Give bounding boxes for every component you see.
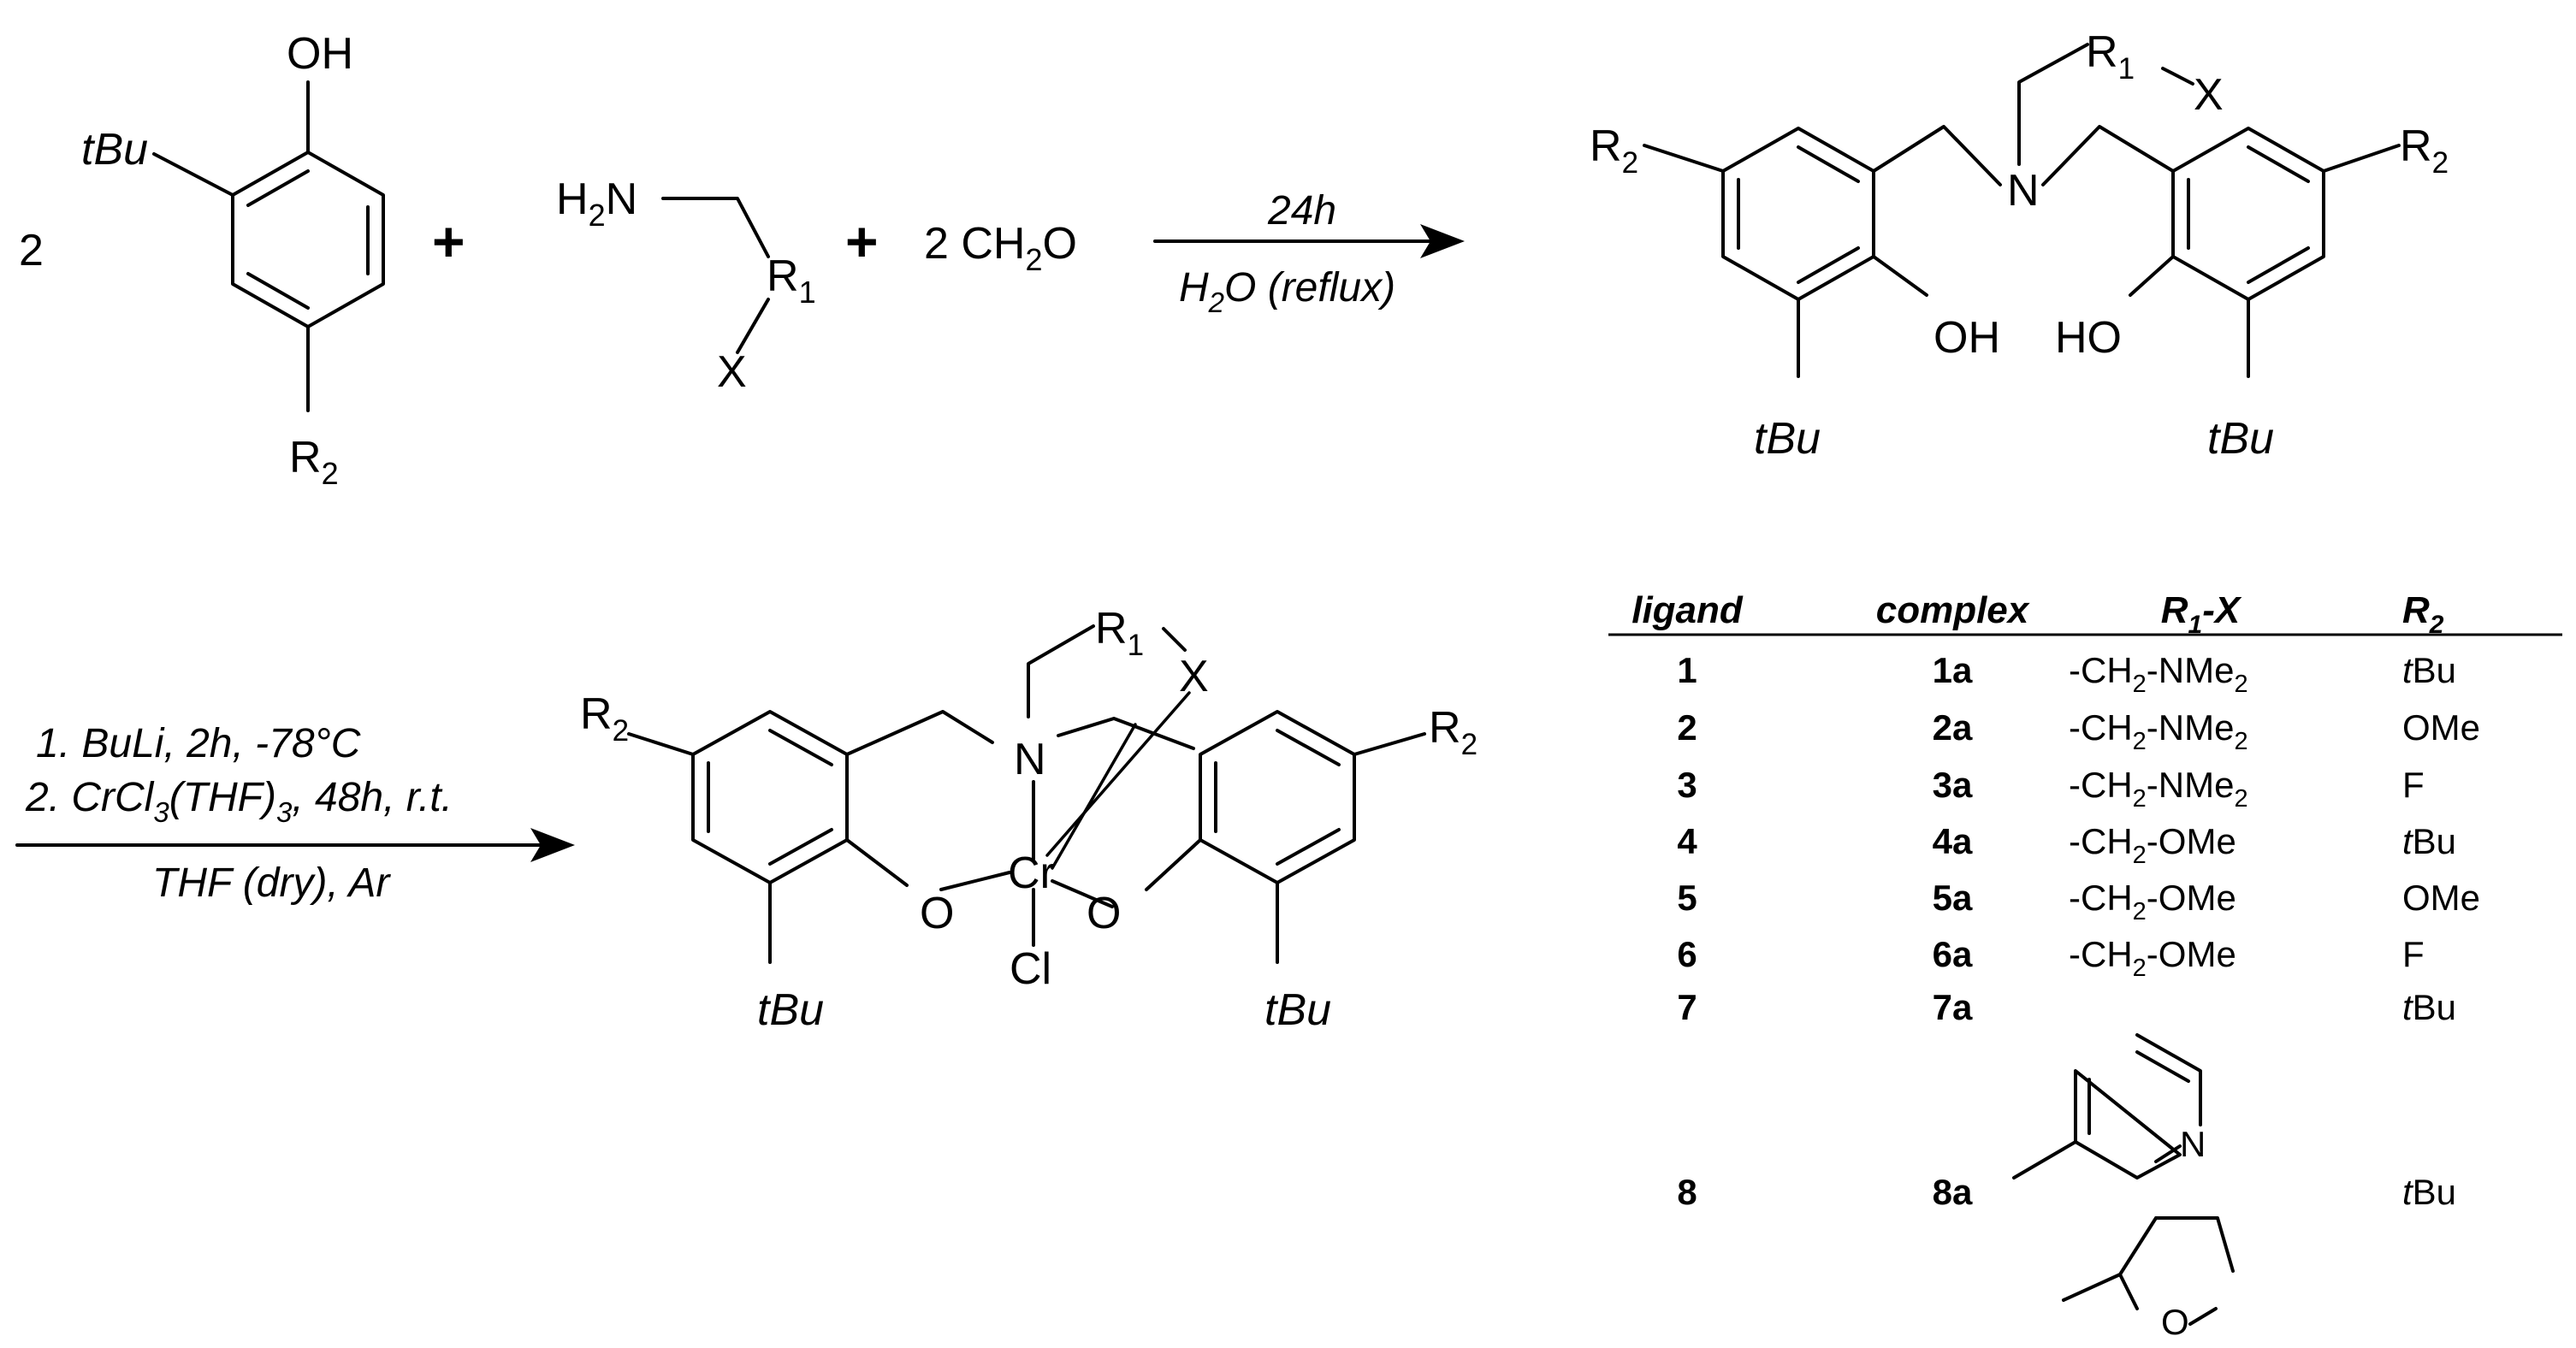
table-cell-ligand-3: 3 [1677, 765, 1697, 805]
table-cell-complex-3: 3a [1933, 765, 1973, 805]
table-cell-complex-7: 7a [1933, 987, 1973, 1027]
table-cell-r2-6: F [2402, 934, 2425, 974]
amine-h2n-label: H2N [556, 174, 637, 233]
complex-o-left-label: O [920, 889, 954, 938]
table-cell-r1x-5: -CH2-OMe [2069, 878, 2236, 925]
amine-reactant: H2N R1 X [556, 174, 816, 397]
table-cell-r2-8: tBu [2402, 1172, 2456, 1212]
table-cell-r2-1: tBu [2402, 650, 2456, 690]
step-2-conditions: 2. CrCl3(THF)3, 48h, r.t. [25, 775, 453, 828]
table-cell-complex-2: 2a [1933, 707, 1973, 748]
table-cell-ligand-1: 1 [1677, 650, 1697, 690]
complex-r2-right-label: R2 [1429, 703, 1477, 761]
phenol-coefficient: 2 [19, 226, 44, 275]
table-cell-r1x-3: -CH2-NMe2 [2069, 765, 2248, 813]
table-header-complex: complex [1876, 589, 2030, 631]
phenol-r2-label: R2 [289, 433, 339, 491]
complex-x-label: X [1179, 652, 1209, 701]
table-cell-complex-5: 5a [1933, 878, 1973, 918]
formaldehyde-label: 2 CH2O [924, 219, 1077, 277]
ligand-r2-left-label: R2 [1590, 121, 1638, 180]
complex-r1-label: R1 [1095, 604, 1144, 662]
table-cell-ligand-4: 4 [1677, 821, 1697, 861]
ligand-oh-left-label: OH [1933, 313, 2000, 363]
step-3-conditions: THF (dry), Ar [152, 860, 391, 906]
table-cell-r1x-2: -CH2-NMe2 [2069, 707, 2248, 755]
ligand-n-label: N [2007, 166, 2040, 216]
table-cell-ligand-5: 5 [1677, 878, 1697, 918]
ligand-oh-right-label: HO [2055, 313, 2122, 363]
table-header-r1x: R1-X [2161, 589, 2242, 639]
ligand-x-label: X [2194, 70, 2224, 120]
table-cell-r1x-1: -CH2-NMe2 [2069, 650, 2248, 698]
conditions-time: 24h [1267, 188, 1336, 234]
table-cell-r2-2: OMe [2402, 707, 2480, 748]
phenol-reactant: OH tBu R2 [81, 29, 385, 491]
amine-x-label: X [717, 347, 747, 397]
complex-o-right-label: O [1087, 889, 1121, 938]
amine-r1-label: R1 [767, 251, 816, 310]
table-cell-complex-1: 1a [1933, 650, 1973, 690]
table-cell-complex-4: 4a [1933, 821, 1973, 861]
pyridyl-n-label: N [2180, 1124, 2206, 1164]
table-cell-r1x-6: -CH2-OMe [2069, 934, 2236, 982]
ligand-r2-right-label: R2 [2400, 121, 2449, 180]
table-cell-ligand-2: 2 [1677, 707, 1697, 748]
table-cell-r2-3: F [2402, 765, 2425, 805]
table-cell-ligand-7: 7 [1677, 987, 1697, 1027]
complex-r2-left-label: R2 [580, 689, 629, 748]
plus-sign-1: + [432, 210, 465, 273]
ligand-tbu-left-label: tBu [1754, 414, 1821, 464]
table-cell-complex-6: 6a [1933, 934, 1973, 974]
phenol-oh-label: OH [287, 29, 353, 79]
complex-cr-label: Cr [1008, 848, 1055, 898]
table-header-ligand: ligand [1631, 589, 1744, 631]
phenol-tbu-label: tBu [81, 125, 148, 174]
complex-tbu-right-label: tBu [1264, 985, 1331, 1035]
table-cell-r1x-4: -CH2-OMe [2069, 821, 2236, 869]
table-cell-ligand-8: 8 [1677, 1172, 1697, 1212]
table-cell-complex-8: 8a [1933, 1172, 1973, 1212]
step-1-conditions: 1. BuLi, 2h, -78°C [36, 721, 361, 766]
ligand-table: ligand complex R1-X R2 1 1a -CH2-NMe2 tBu 2 2a -CH… [1608, 589, 2562, 1342]
ligand-r1-label: R1 [2086, 27, 2135, 86]
plus-sign-2: + [845, 210, 879, 273]
thf-o-label: O [2161, 1302, 2189, 1342]
pyridyl-structure: N [2012, 1033, 2206, 1180]
complex-tbu-left-label: tBu [757, 985, 824, 1035]
table-cell-r2-4: tBu [2402, 821, 2456, 861]
complex-n-label: N [1014, 735, 1046, 784]
reaction-arrow-1 [1153, 224, 1465, 258]
thf-structure: O [2062, 1216, 2235, 1342]
table-cell-ligand-6: 6 [1677, 934, 1697, 974]
table-header-r2: R2 [2402, 589, 2444, 639]
complex-product: R2 R2N R1X CrO O Cl tBu tBu [580, 604, 1477, 1035]
ligand-tbu-right-label: tBu [2207, 414, 2274, 464]
conditions-solvent: H2O (reflux) [1179, 265, 1395, 318]
complex-cl-label: Cl [1010, 944, 1051, 994]
pyridyl-ring-bonds [2012, 1033, 2202, 1180]
table-cell-r2-7: tBu [2402, 987, 2456, 1027]
thf-ring-bonds [2062, 1216, 2235, 1326]
reaction-arrow-2 [15, 828, 575, 862]
ligand-product: R2 R2N R1X OH HO tBu tBu [1590, 27, 2449, 464]
table-cell-r2-5: OMe [2402, 878, 2480, 918]
